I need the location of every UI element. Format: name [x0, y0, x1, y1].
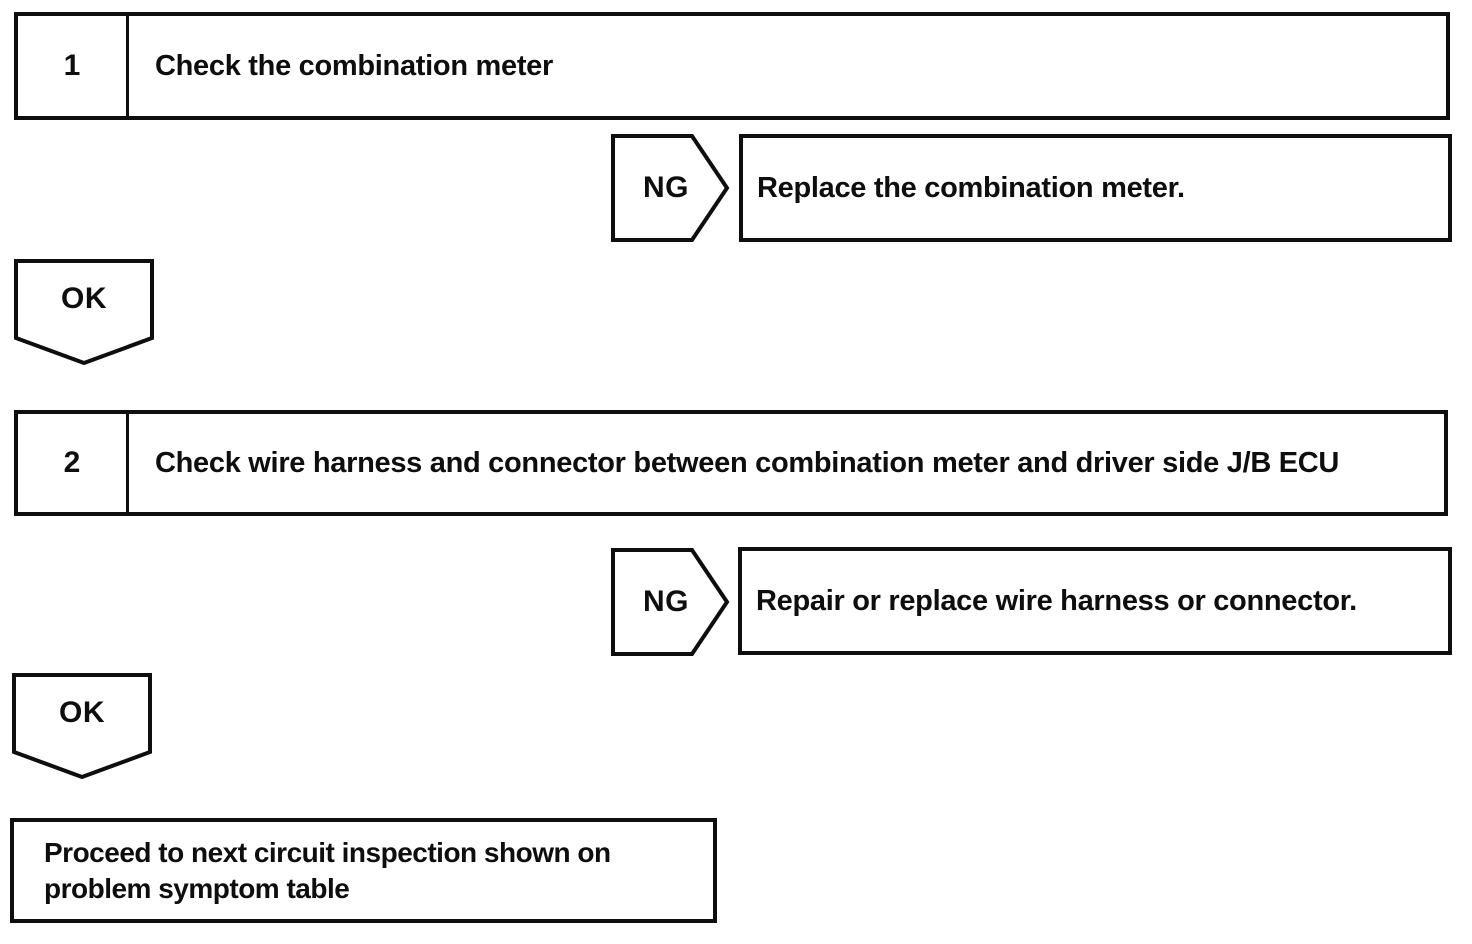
terminal-box: Proceed to next circuit inspection shown…	[10, 818, 717, 923]
ng-action-box-2: Repair or replace wire harness or connec…	[738, 547, 1452, 655]
ng-action-box-1: Replace the combination meter.	[739, 134, 1452, 242]
step-1-title: Check the combination meter	[155, 50, 553, 82]
ng-arrow-2: NG	[611, 548, 731, 656]
ok-label-2: OK	[59, 696, 105, 729]
step-1-number: 1	[18, 16, 129, 116]
ng-label-2: NG	[643, 585, 689, 618]
step-1-box: 1 Check the combination meter	[14, 12, 1450, 120]
ng-action-text-1: Replace the combination meter.	[757, 171, 1185, 204]
step-1-title-cell: Check the combination meter	[129, 16, 1446, 116]
ng-action-text-2: Repair or replace wire harness or connec…	[756, 584, 1357, 617]
ok-arrow-1: OK	[14, 259, 154, 365]
ok-pentagon-icon	[12, 673, 152, 779]
ok-label-1: OK	[61, 282, 107, 315]
ng-label-1: NG	[643, 171, 689, 204]
step-2-box: 2 Check wire harness and connector betwe…	[14, 410, 1448, 516]
ok-pentagon-icon	[14, 259, 154, 365]
ng-arrow-1: NG	[611, 134, 731, 242]
step-2-title-cell: Check wire harness and connector between…	[129, 414, 1444, 512]
ng-pentagon-icon	[611, 134, 730, 242]
step-2-title: Check wire harness and connector between…	[155, 447, 1340, 479]
step-2-number: 2	[18, 414, 129, 512]
ng-pentagon-icon	[611, 548, 730, 656]
ok-arrow-2: OK	[12, 673, 152, 779]
terminal-text: Proceed to next circuit inspection shown…	[44, 836, 611, 904]
